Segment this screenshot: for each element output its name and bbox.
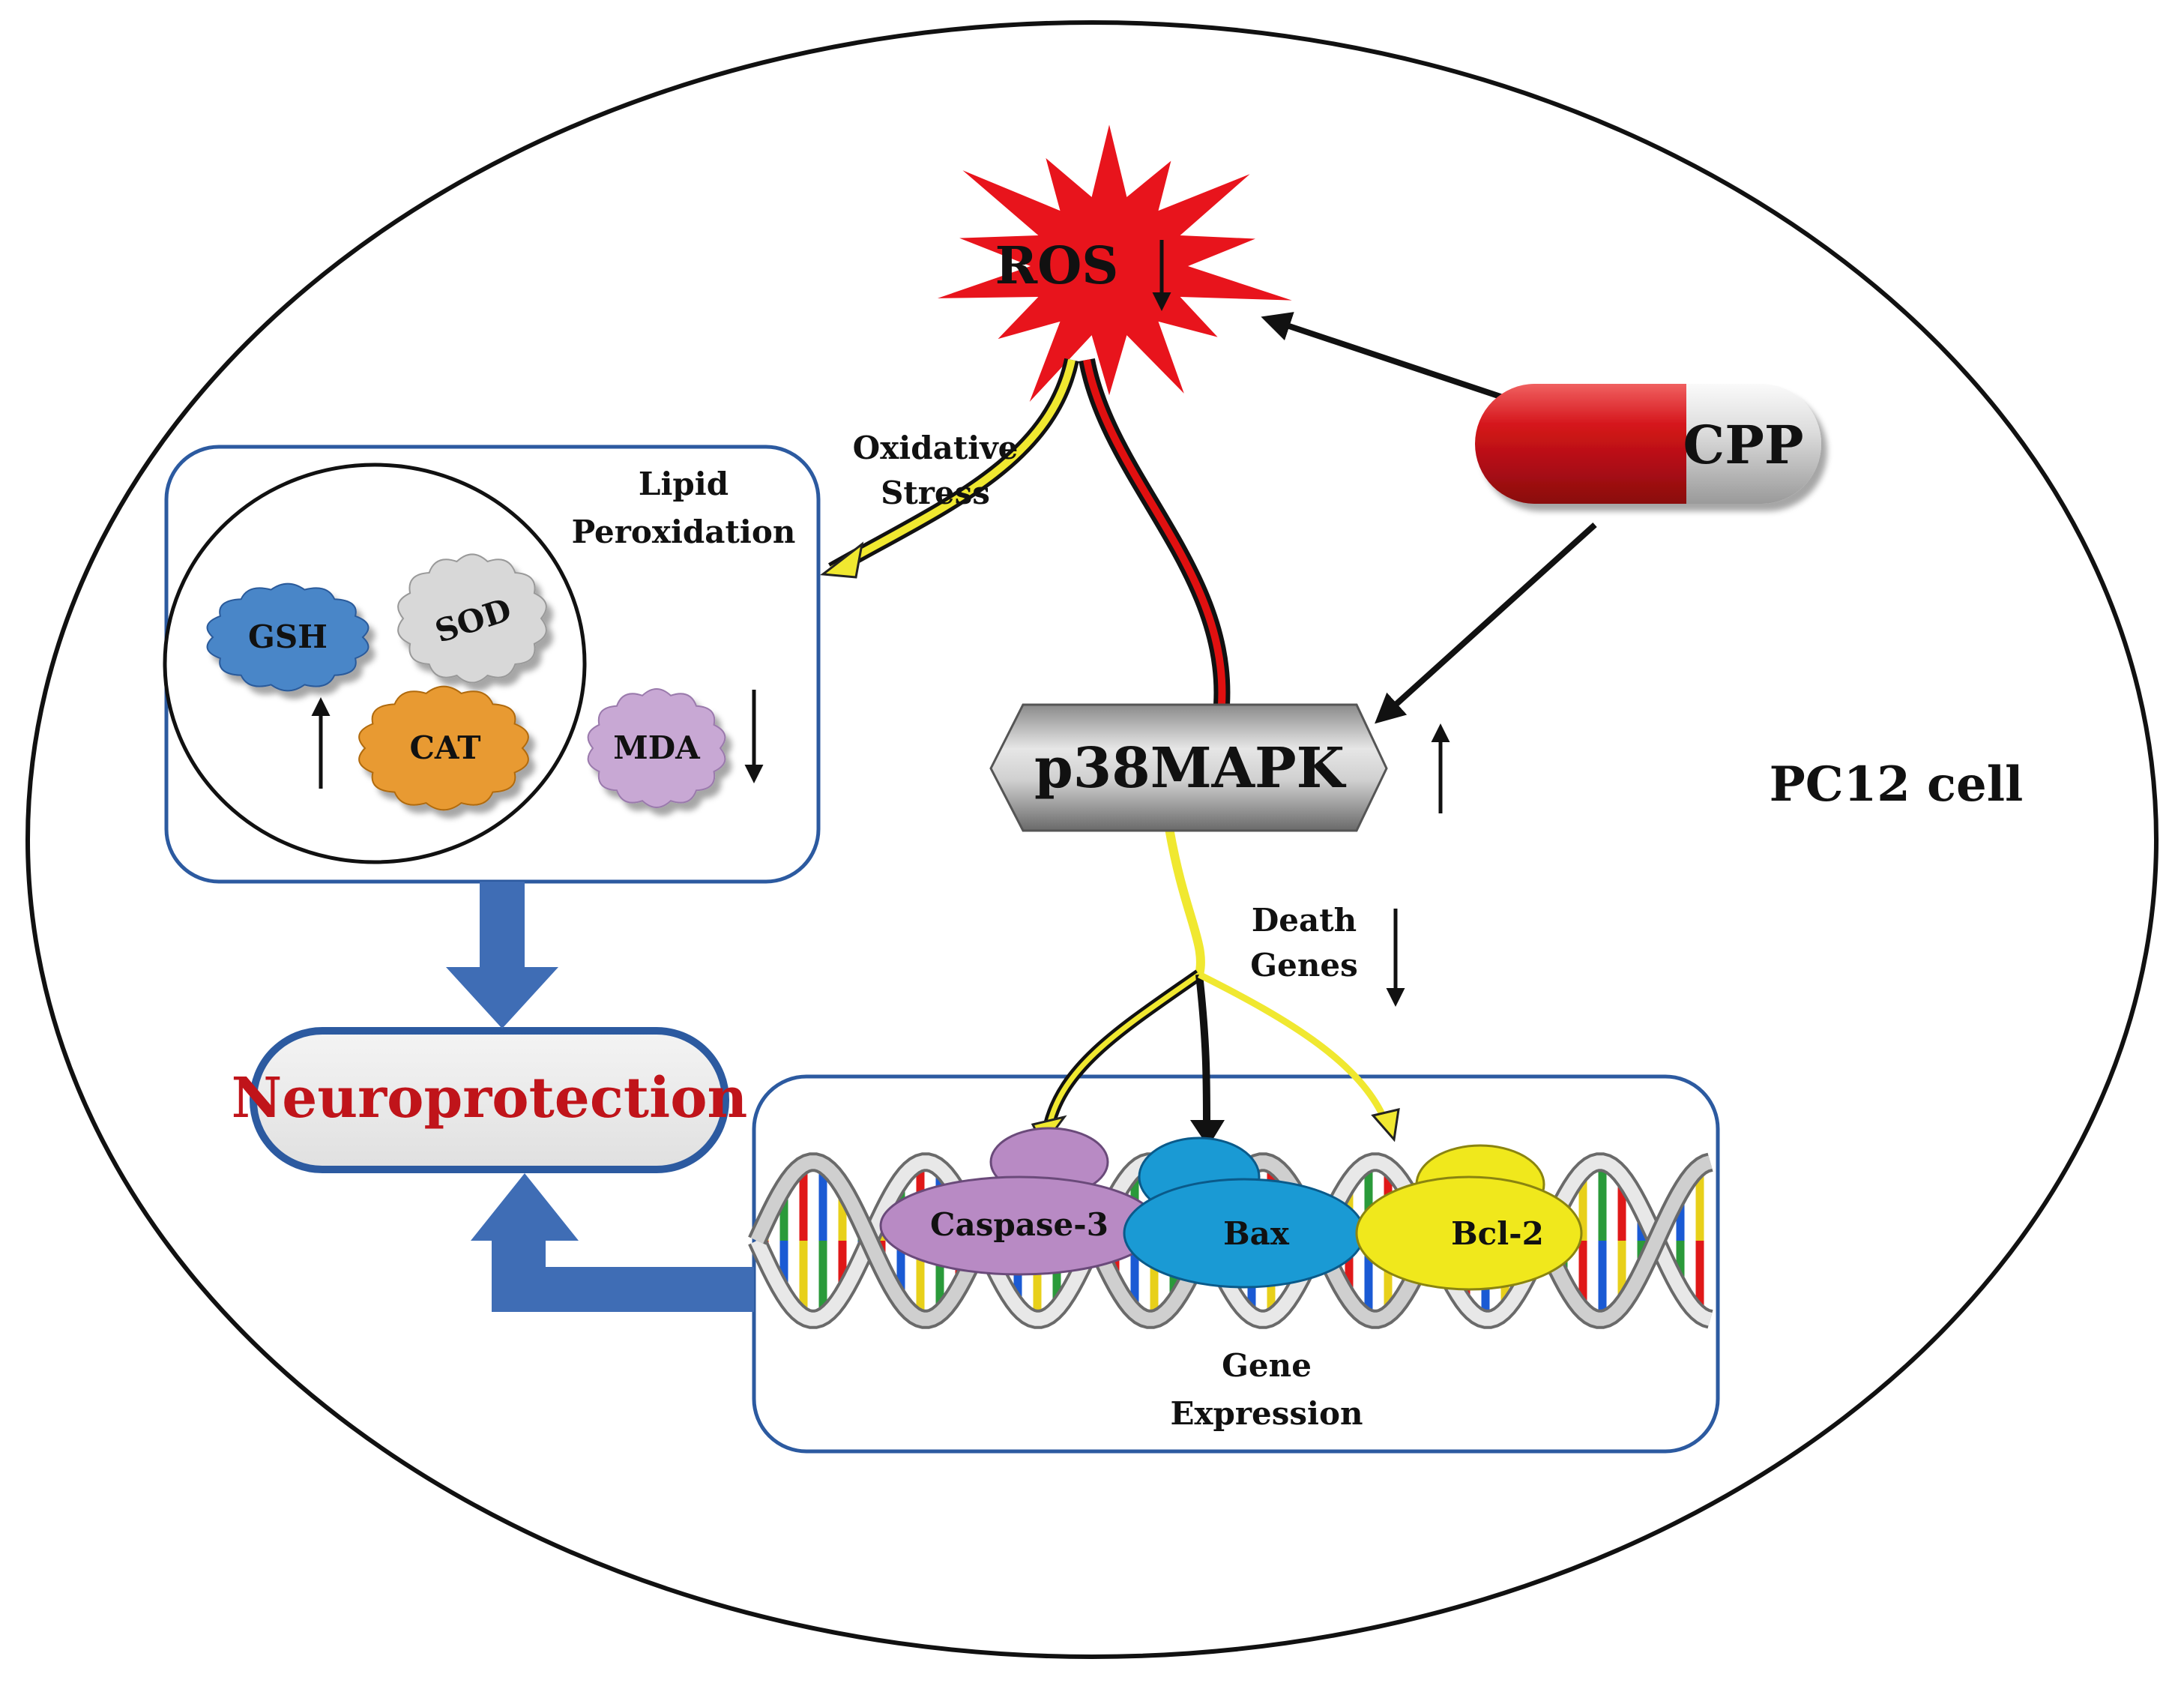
p38mapk-node — [989, 703, 1388, 832]
mda-label: MDA — [613, 729, 701, 766]
neuroprotection-box — [250, 1027, 729, 1173]
p38-to-genes-paths — [1031, 827, 1400, 1148]
bcl2-protein — [1355, 1144, 1583, 1291]
p38mapk-label: p38MAPK — [1034, 736, 1347, 801]
gene-to-neuro-arrow — [471, 1173, 754, 1312]
death-genes-label-line1: Death — [1252, 902, 1357, 939]
caspase3-protein — [879, 1127, 1159, 1276]
cell-membrane — [25, 20, 2159, 1659]
ros-label: ROS — [995, 236, 1119, 296]
ros-starburst — [937, 124, 1292, 402]
mda-cloud — [587, 688, 726, 808]
ros-to-p38-path — [1079, 358, 1231, 705]
death-genes-label-line2: Genes — [1250, 947, 1358, 984]
cat-cloud — [358, 685, 529, 811]
gene-expression-label-line1: Gene — [1222, 1347, 1312, 1384]
cpp-to-p38-arrow — [1375, 523, 1597, 724]
sod-cloud — [397, 553, 547, 684]
gsh-label: GSH — [248, 618, 328, 655]
cpp-to-ros-arrow — [1261, 312, 1538, 412]
caspase3-label: Caspase-3 — [930, 1206, 1108, 1243]
bax-protein — [1123, 1136, 1366, 1289]
lipid-to-neuro-arrow — [446, 882, 558, 1029]
gsh-cloud — [206, 582, 369, 692]
cat-label: CAT — [410, 729, 481, 766]
neuroprotection-label: Neuroprotection — [232, 1066, 748, 1130]
bax-label: Bax — [1223, 1215, 1290, 1252]
ros-to-lipid-path — [820, 358, 1079, 579]
oxidative-stress-label-line2: Stress — [881, 475, 990, 511]
oxidative-stress-label-line1: Oxidative — [853, 430, 1019, 466]
lipid-peroxidation-label-line2: Peroxidation — [572, 514, 796, 550]
cpp-capsule — [1475, 384, 1821, 504]
cell-label: PC12 cell — [1770, 756, 2024, 813]
bcl2-label: Bcl-2 — [1451, 1215, 1544, 1252]
lipid-peroxidation-label-line1: Lipid — [639, 466, 728, 502]
gene-expression-label-line2: Expression — [1170, 1395, 1363, 1432]
cpp-label: CPP — [1683, 414, 1804, 476]
